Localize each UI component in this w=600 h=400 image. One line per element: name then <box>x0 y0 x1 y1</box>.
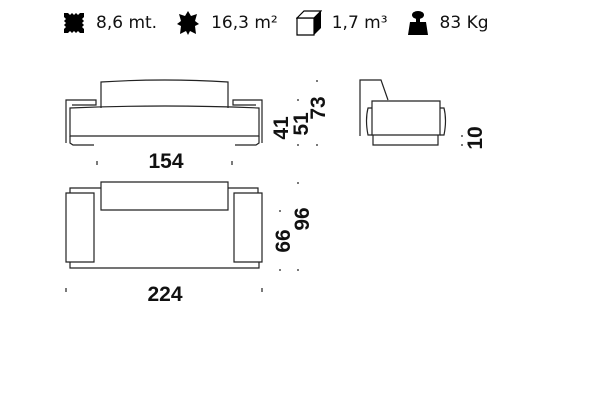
arm-height-label: 51 <box>290 112 313 136</box>
fabric-icon <box>64 13 84 33</box>
seat-height-label: 41 <box>270 116 293 140</box>
fabric-spec: 8,6 mt. <box>62 11 157 35</box>
volume-spec: 1,7 m³ <box>295 10 388 36</box>
leather-value: 16,3 m² <box>211 13 278 33</box>
side-view: 10 <box>359 79 487 150</box>
seat-depth-label: 66 <box>272 229 295 252</box>
front-view: 154 41 51 73 <box>65 79 330 173</box>
volume-value: 1,7 m³ <box>331 13 388 33</box>
fabric-value: 8,6 mt. <box>96 13 158 33</box>
top-view: 224 66 96 <box>65 181 314 306</box>
weight-icon <box>407 11 428 35</box>
total-height-label: 73 <box>307 96 330 119</box>
leather-spec: 16,3 m² <box>175 10 278 36</box>
foot-height-label: 10 <box>464 126 487 149</box>
depth-width-label: 224 <box>147 283 182 306</box>
cube-volume-icon <box>295 10 322 36</box>
weight-value: 83 Kg <box>439 13 489 33</box>
leather-hide-icon <box>177 11 200 35</box>
weight-spec: 83 Kg <box>406 10 489 36</box>
specs-bar: 8,6 mt. 16,3 m² 1,7 m³ 83 Kg <box>62 10 507 36</box>
width-label: 154 <box>148 150 183 173</box>
total-depth-label: 96 <box>291 207 314 230</box>
